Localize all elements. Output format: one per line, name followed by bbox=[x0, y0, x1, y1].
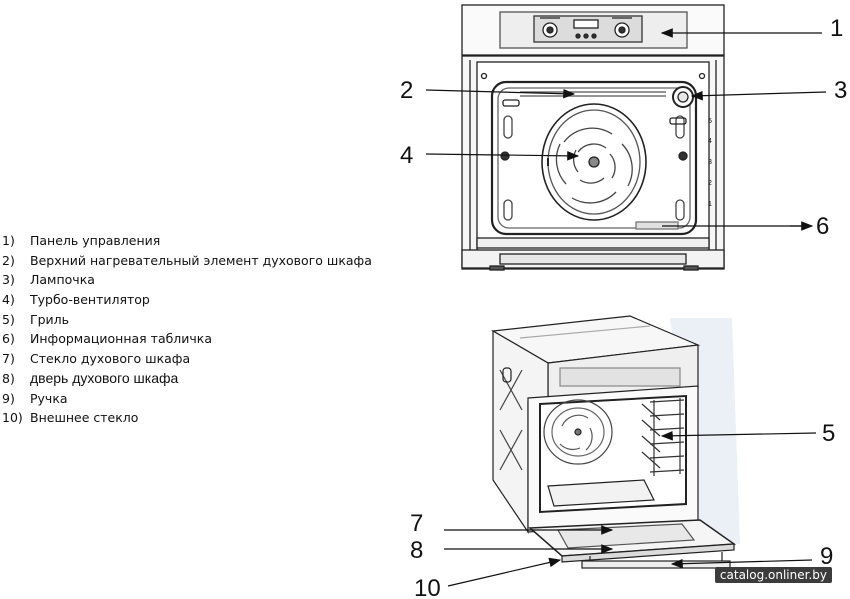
legend-item: 4) Турбо-вентилятор bbox=[0, 290, 400, 310]
legend-item: 8) дверь духового шкафа bbox=[0, 369, 400, 389]
legend-number: 6) bbox=[2, 331, 15, 347]
shelf-level-label: 1 bbox=[708, 201, 712, 208]
legend-item: 1) Панель управления bbox=[0, 231, 400, 251]
oven-door bbox=[528, 519, 737, 563]
grill-racks bbox=[641, 398, 685, 476]
perspective-fan bbox=[543, 399, 613, 465]
door-handle bbox=[581, 552, 731, 569]
legend-item: 2) Верхний нагревательный элемент духовог… bbox=[0, 251, 400, 271]
legend-number: 9) bbox=[2, 390, 15, 406]
callout-number: 8 bbox=[410, 537, 423, 564]
legend-text: Гриль bbox=[30, 311, 70, 327]
legend-number: 7) bbox=[2, 351, 15, 367]
legend-text: Лампочка bbox=[30, 272, 95, 288]
oven-lamp bbox=[672, 86, 694, 108]
perspective-view-oven bbox=[491, 315, 740, 569]
legend-item: 7) Стекло духового шкафа bbox=[0, 349, 400, 369]
callout-number: 1 bbox=[830, 15, 843, 42]
legend-number: 3) bbox=[2, 272, 15, 288]
legend-item: 3) Лампочка bbox=[0, 270, 400, 290]
legend-text: Верхний нагревательный элемент духового … bbox=[30, 252, 372, 268]
legend-text: Информационная табличка bbox=[30, 331, 213, 347]
callout-number: 4 bbox=[400, 142, 413, 169]
watermark: catalog.onliner.by bbox=[714, 567, 832, 583]
legend-text: Стекло духового шкафа bbox=[30, 351, 191, 367]
legend-list: 1) Панель управления 2) Верхний нагревател… bbox=[0, 231, 400, 428]
legend-item: 6) Информационная табличка bbox=[0, 329, 400, 349]
front-view-oven bbox=[461, 4, 725, 271]
legend-text: дверь духового шкафа bbox=[30, 369, 179, 386]
shelf-level-label: 2 bbox=[708, 180, 712, 187]
legend-text: Панель управления bbox=[30, 233, 161, 248]
callout-number: 9 bbox=[820, 543, 833, 570]
legend-number: 2) bbox=[2, 252, 15, 268]
shelf-level-label: 5 bbox=[708, 118, 712, 125]
turbo-fan bbox=[541, 103, 647, 221]
legend-number: 10) bbox=[2, 410, 23, 426]
legend-number: 8) bbox=[2, 370, 15, 386]
legend-item: 9) Ручка bbox=[0, 389, 400, 409]
callout-number: 2 bbox=[400, 77, 413, 104]
legend-text: Турбо-вентилятор bbox=[30, 292, 150, 308]
shelf-level-label: 4 bbox=[708, 138, 712, 145]
legend-number: 1) bbox=[2, 233, 15, 248]
legend-number: 4) bbox=[2, 292, 15, 308]
callout-lines bbox=[425, 28, 827, 587]
callout-number: 6 bbox=[816, 213, 829, 240]
legend-item: 10) Внешнее стекло bbox=[0, 408, 400, 428]
callout-number: 5 bbox=[822, 420, 835, 447]
callout-number: 10 bbox=[414, 575, 441, 599]
shelf-level-label: 3 bbox=[708, 159, 712, 166]
callout-number: 7 bbox=[410, 510, 423, 537]
control-panel bbox=[461, 4, 725, 56]
top-heating-element bbox=[520, 91, 666, 97]
legend-number: 5) bbox=[2, 311, 15, 327]
legend-text: Внешнее стекло bbox=[30, 410, 139, 426]
callout-number: 3 bbox=[834, 77, 847, 104]
legend-text: Ручка bbox=[30, 390, 68, 406]
legend-item: 5) Гриль bbox=[0, 310, 400, 330]
